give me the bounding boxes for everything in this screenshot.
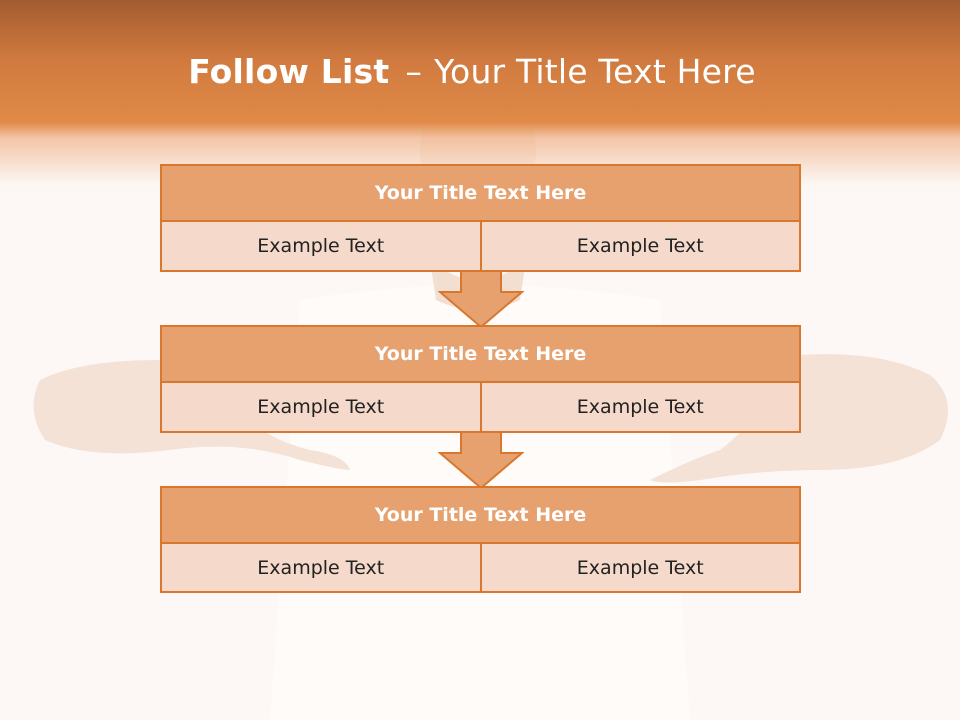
block-cell-right: Example Text: [479, 544, 799, 591]
block-cell-left: Example Text: [162, 222, 480, 270]
list-block-3: Your Title Text Here Example Text Exampl…: [160, 486, 801, 593]
down-arrow-icon: [438, 270, 524, 328]
block-title: Your Title Text Here: [162, 166, 799, 222]
block-row: Example Text Example Text: [162, 222, 799, 270]
slide-title: Follow List–Your Title Text Here: [0, 52, 944, 91]
block-cell-left: Example Text: [162, 544, 480, 591]
block-row: Example Text Example Text: [162, 544, 799, 591]
block-row: Example Text Example Text: [162, 383, 799, 431]
title-rest: Your Title Text Here: [434, 52, 756, 91]
title-bold: Follow List: [188, 52, 390, 91]
block-title: Your Title Text Here: [162, 488, 799, 544]
block-title: Your Title Text Here: [162, 327, 799, 383]
block-cell-right: Example Text: [479, 222, 799, 270]
block-cell-right: Example Text: [479, 383, 799, 431]
title-separator: –: [405, 52, 423, 91]
list-block-1: Your Title Text Here Example Text Exampl…: [160, 164, 801, 272]
down-arrow-icon: [438, 431, 524, 489]
block-cell-left: Example Text: [162, 383, 480, 431]
list-block-2: Your Title Text Here Example Text Exampl…: [160, 325, 801, 433]
